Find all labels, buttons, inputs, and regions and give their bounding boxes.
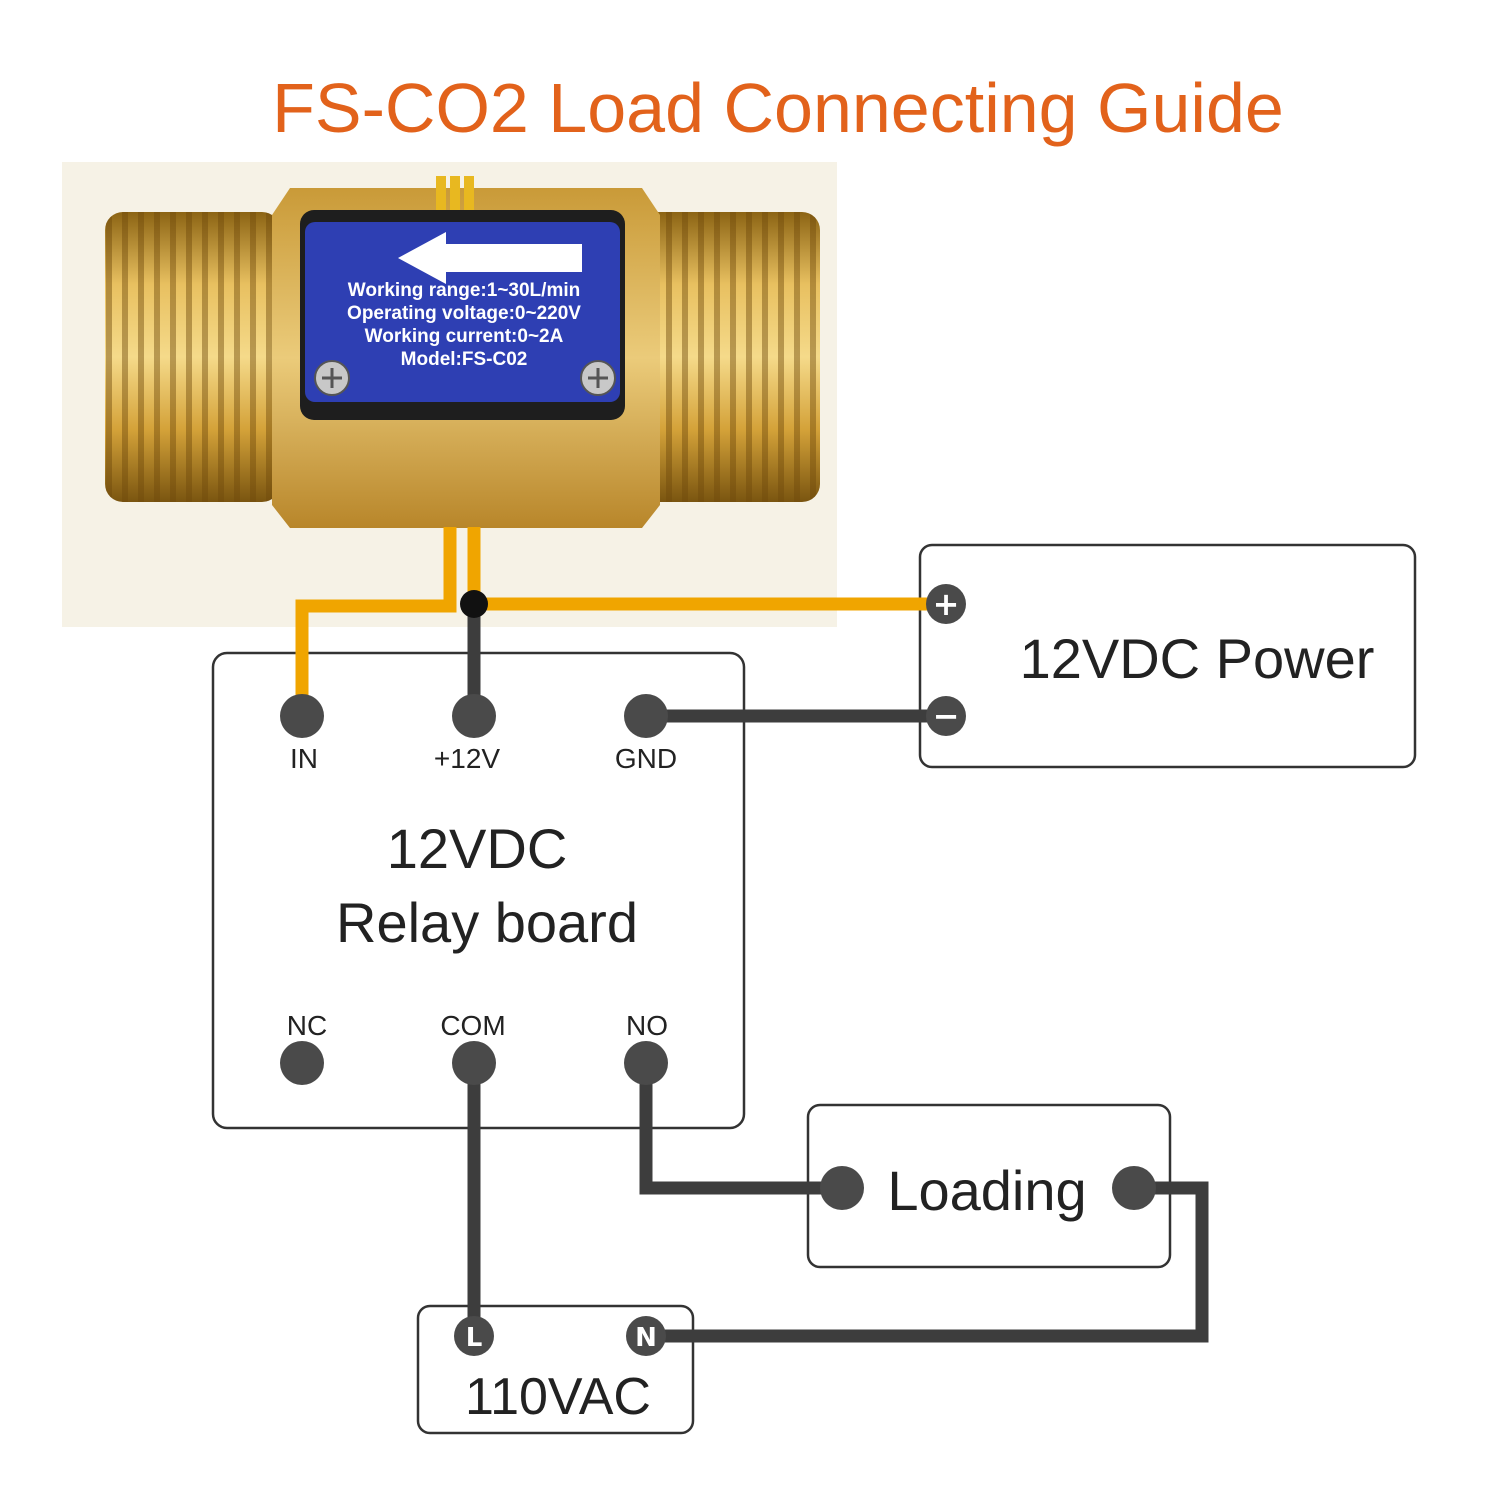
diagram-title: FS-CO2 Load Connecting Guide bbox=[272, 69, 1284, 147]
sensor-left-thread-grooves bbox=[105, 212, 280, 502]
sensor-top-cable-a bbox=[436, 176, 446, 216]
label-nc: NC bbox=[287, 1010, 327, 1041]
terminal-power-minus bbox=[926, 696, 966, 736]
flow-direction-arrow bbox=[398, 232, 582, 284]
label-no: NO bbox=[626, 1010, 668, 1041]
wire-junction-dot bbox=[460, 590, 488, 618]
terminal-12v bbox=[452, 694, 496, 738]
power-supply-label: 12VDC Power bbox=[1020, 627, 1375, 690]
sensor-spec-model: Model:FS-C02 bbox=[401, 349, 528, 370]
terminal-load-right bbox=[1112, 1166, 1156, 1210]
ac-n-symbol: N bbox=[635, 1323, 657, 1353]
power-supply-box bbox=[918, 543, 1417, 769]
terminal-gnd bbox=[624, 694, 668, 738]
flow-sensor: Working range:1~30L/min Operating voltag… bbox=[62, 162, 837, 627]
terminal-ac-n bbox=[626, 1316, 666, 1356]
sensor-spec-voltage: Operating voltage:0~220V bbox=[347, 303, 581, 324]
terminal-no bbox=[624, 1041, 668, 1085]
sensor-spec-range: Working range:1~30L/min bbox=[348, 280, 580, 301]
sensor-spec-current: Working current:0~2A bbox=[365, 326, 564, 347]
sensor-right-thread-grooves bbox=[635, 212, 820, 502]
wire-no-to-load bbox=[639, 1063, 842, 1195]
sensor-top-cable-c bbox=[464, 176, 474, 216]
sensor-top-cable-b bbox=[450, 176, 460, 216]
ac-source-label: 110VAC bbox=[465, 1368, 651, 1426]
terminal-power-plus bbox=[926, 584, 966, 624]
relay-board-label-line1: 12VDC bbox=[387, 817, 568, 880]
terminal-nc bbox=[280, 1041, 324, 1085]
plus-symbol: + bbox=[933, 585, 960, 623]
relay-board-label-line2: Relay board bbox=[336, 891, 638, 954]
wire-load-to-n bbox=[646, 1181, 1209, 1343]
label-12v: +12V bbox=[434, 743, 500, 774]
screw-icon bbox=[314, 360, 350, 396]
load-label: Loading bbox=[887, 1159, 1086, 1222]
wire-sensor-signal bbox=[295, 527, 457, 715]
minus-symbol: − bbox=[933, 697, 960, 735]
ac-l-symbol: L bbox=[466, 1323, 483, 1353]
terminal-load-left bbox=[820, 1166, 864, 1210]
terminal-com bbox=[452, 1041, 496, 1085]
label-gnd: GND bbox=[615, 743, 677, 774]
label-in: IN bbox=[290, 743, 318, 774]
screw-icon bbox=[580, 360, 616, 396]
terminal-ac-l bbox=[454, 1316, 494, 1356]
terminal-in bbox=[280, 694, 324, 738]
label-com: COM bbox=[440, 1010, 505, 1041]
